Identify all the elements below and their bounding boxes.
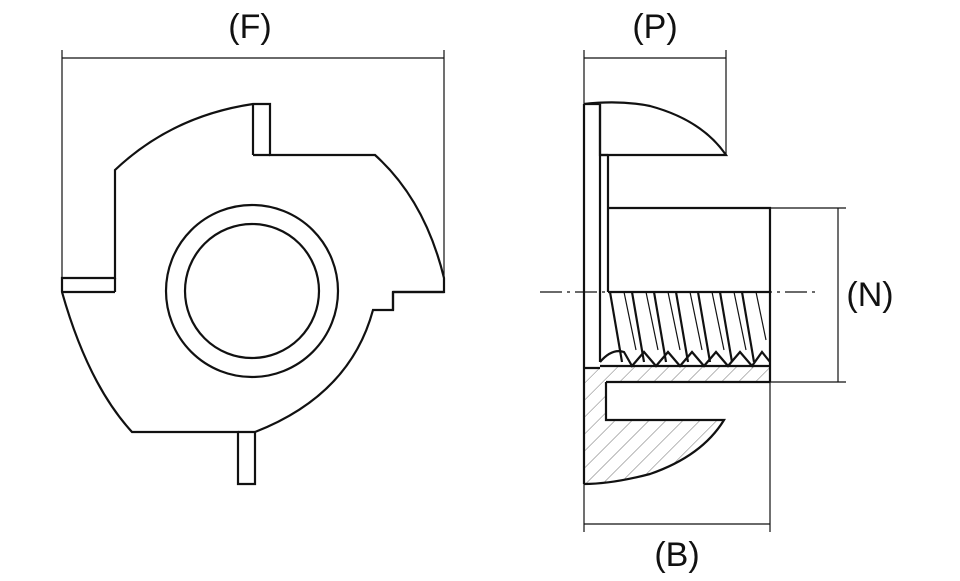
dim-b-label: (B) [654, 536, 699, 574]
thread-section [599, 290, 771, 368]
front-view: (F) [60, 8, 446, 486]
flange-outline [60, 102, 446, 486]
barrel-inner-circle [183, 222, 321, 360]
side-view: (P) [540, 8, 894, 574]
side-prong-top [583, 101, 729, 157]
dim-p-label: (P) [632, 8, 677, 46]
section-hatch [584, 365, 770, 484]
side-prong-bottom [583, 366, 770, 486]
barrel-outer-circle [164, 203, 340, 379]
dim-n-label: (N) [846, 276, 893, 314]
dim-f-label: (F) [228, 8, 271, 46]
